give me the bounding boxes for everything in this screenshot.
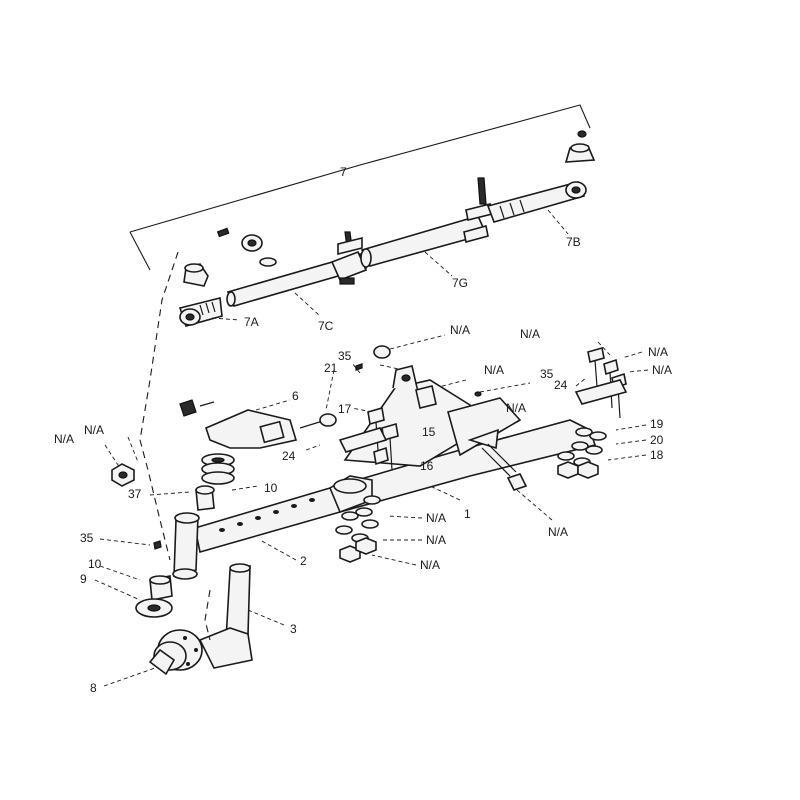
callout-10-mid: 10 <box>264 481 278 495</box>
tie-rod-clamp-right <box>463 177 493 243</box>
hardware-top-center <box>355 345 482 409</box>
callout-20: 20 <box>650 433 664 447</box>
callout-19: 19 <box>650 417 664 431</box>
callout-na-left-2: N/A <box>54 432 74 446</box>
washer-stack-37 <box>201 453 235 485</box>
bushing-10-mid <box>195 485 215 511</box>
tie-rod-assembly <box>129 104 596 561</box>
callout-7a: 7A <box>244 315 259 329</box>
callout-na-nut-3: N/A <box>420 558 440 572</box>
callout-na-right-2: N/A <box>652 363 672 377</box>
callout-15: 15 <box>422 425 436 439</box>
callout-10-left: 10 <box>88 557 102 571</box>
tie-rod-tube-7c <box>226 253 368 307</box>
grease-fittings-left <box>216 227 277 267</box>
fitting-35-left <box>153 540 162 550</box>
callout-16: 16 <box>420 459 434 473</box>
spindle-housing <box>172 512 200 580</box>
long-bolt <box>481 443 528 491</box>
tie-rod-clamp-middle <box>330 231 368 285</box>
callout-7: 7 <box>340 165 347 179</box>
bracket-line-7-left <box>129 231 151 271</box>
bracket-line-7 <box>129 104 591 233</box>
callout-labels: 7 7A 7C 7G 7B 6 21 35 17 15 16 24 24 35 … <box>54 165 672 695</box>
tie-rod-end-7b <box>486 181 587 223</box>
dashed-outline-left <box>139 251 179 561</box>
hardware-lower-center <box>335 495 381 563</box>
dashed-outline-hub <box>204 589 211 641</box>
rod-end-7a-thread <box>199 301 216 316</box>
rod-end-7a-hole <box>185 313 195 321</box>
callout-na-mid-2: N/A <box>506 401 526 415</box>
bolt-21 <box>299 413 337 429</box>
axle-beam <box>194 419 597 554</box>
hardware-center <box>338 406 399 471</box>
ball-joint-boot-left <box>183 263 209 287</box>
callout-8: 8 <box>90 681 97 695</box>
callout-17: 17 <box>338 402 352 416</box>
callout-24-right: 24 <box>554 378 568 392</box>
callout-9: 9 <box>80 572 87 586</box>
callout-35-top: 35 <box>338 349 352 363</box>
hub-8 <box>148 629 203 676</box>
rod-end-7a <box>178 297 223 327</box>
steering-arm-6 <box>179 399 298 449</box>
bushing-10-lower <box>149 575 173 601</box>
callout-7c: 7C <box>318 319 334 333</box>
hardware-right <box>557 346 628 479</box>
callout-na-nut-1: N/A <box>426 511 446 525</box>
callout-na-top-left: N/A <box>450 323 470 337</box>
washer-9 <box>135 598 173 618</box>
callout-35-left: 35 <box>80 531 94 545</box>
spindle-3 <box>198 563 253 669</box>
callout-1: 1 <box>464 507 471 521</box>
callout-7g: 7G <box>452 276 468 290</box>
callout-18: 18 <box>650 448 664 462</box>
callout-na-mid-1: N/A <box>484 363 504 377</box>
callout-2: 2 <box>300 554 307 568</box>
nut-left <box>111 463 135 487</box>
callout-24-left: 24 <box>282 449 296 463</box>
callout-35-right: 35 <box>540 367 554 381</box>
callout-na-top-right: N/A <box>520 327 540 341</box>
callout-na-left-1: N/A <box>84 423 104 437</box>
callout-7b: 7B <box>566 235 581 249</box>
ball-joint-boot-right <box>564 130 596 163</box>
callout-21: 21 <box>324 361 338 375</box>
callout-37: 37 <box>128 487 142 501</box>
callout-na-bolt: N/A <box>548 525 568 539</box>
callout-na-nut-2: N/A <box>426 533 446 547</box>
pivot-bracket <box>343 365 522 467</box>
callout-na-right-1: N/A <box>648 345 668 359</box>
callout-3: 3 <box>290 622 297 636</box>
callout-6: 6 <box>292 389 299 403</box>
